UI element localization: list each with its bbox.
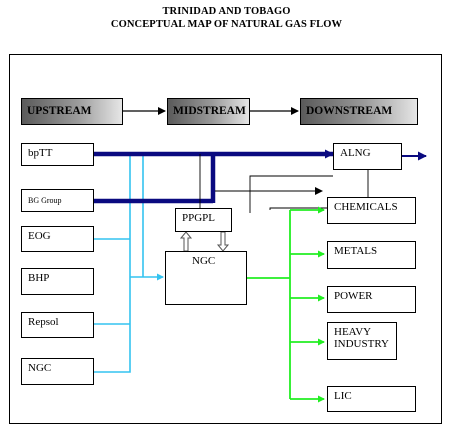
node-ngc-upstream: NGC [21,358,94,385]
diagram-title-line-1: TRINIDAD AND TOBAGO [162,6,291,17]
ppgpl-to-ngc-arrow [216,231,230,252]
diagram-title-line-2: CONCEPTUAL MAP OF NATURAL GAS FLOW [110,19,343,30]
ngc-to-ppgpl-arrow [179,231,193,252]
node-power: POWER [327,286,416,313]
stage-upstream: UPSTREAM [21,98,123,125]
diagram-frame [9,54,442,424]
node-ngc-midstream: NGC [165,251,247,305]
node-metals: METALS [327,241,416,269]
ppgpl-to-alng-line [249,175,333,213]
node-lic: LIC [327,386,416,412]
node-repsol: Repsol [21,312,94,338]
node-chemicals: CHEMICALS [327,197,416,224]
distribution-lines [247,206,325,403]
node-bptt: bpTT [21,143,94,166]
ppgpl-ngc-exchange-arrows [179,231,230,252]
node-ppgpl: PPGPL [175,208,232,232]
supply-lines [94,154,164,373]
ngc-upstream-supply-line [94,155,131,373]
node-alng: ALNG [333,143,402,170]
node-bhp: BHP [21,268,94,295]
stage-midstream: MIDSTREAM [167,98,250,125]
lng-flow-lines [94,149,427,204]
node-eog: EOG [21,226,94,252]
node-bg-group: BG Group [21,189,94,212]
node-heavy-industry: HEAVY INDUSTRY [327,322,397,360]
stage-downstream: DOWNSTREAM [300,98,418,125]
